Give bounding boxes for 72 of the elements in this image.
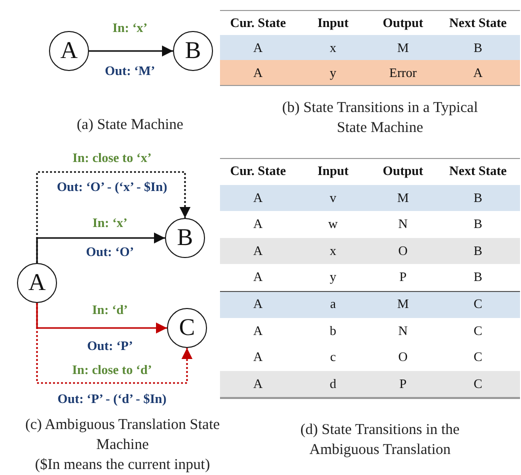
column-header: Output [382, 14, 424, 32]
edge-label: Out: ‘P’ - (‘d’ - $In) [58, 391, 166, 407]
table-value: O [397, 348, 409, 366]
arrow [89, 45, 173, 57]
arrow [36, 303, 167, 334]
edge-label: In: ‘x’ [112, 20, 148, 36]
column-header: Cur. State [229, 162, 287, 180]
state-circle: B [165, 218, 205, 258]
table-value: b [328, 322, 338, 340]
table-value: A [252, 374, 264, 393]
state-circle: B [173, 31, 213, 71]
table-value: d [328, 374, 338, 393]
table-value: A [252, 215, 264, 234]
caption: (b) State Transitions in a Typical State Machine [281, 99, 479, 138]
table-value: y [328, 64, 338, 82]
column-header: Next State [448, 162, 508, 180]
table-value: C [472, 374, 484, 393]
table-value: A [252, 39, 264, 57]
table-value: O [397, 242, 409, 260]
arrow [36, 303, 193, 384]
table-value: A [252, 64, 264, 82]
table-value: P [398, 268, 408, 286]
table-value: A [252, 268, 264, 286]
edge-label: In: ‘d’ [92, 302, 128, 318]
table-value: B [472, 268, 484, 286]
column-header: Input [316, 14, 350, 32]
caption: (d) State Transitions in the Ambiguous Translation [299, 421, 461, 460]
table-value: x [328, 242, 338, 260]
state-circle: A [49, 31, 89, 71]
caption: ($In means the current input) [34, 456, 211, 475]
table-value: C [472, 348, 484, 366]
table-value: A [252, 295, 264, 313]
state-circle: A [17, 263, 57, 303]
table-value: P [398, 374, 408, 393]
table-value: B [472, 215, 484, 234]
caption: (c) Ambiguous Translation State Machine [24, 416, 221, 455]
edge-label: In: close to ‘x’ [72, 150, 152, 166]
table-value: a [329, 295, 337, 313]
table-value: x [328, 39, 338, 57]
column-header: Next State [448, 14, 508, 32]
table-value: C [472, 295, 484, 313]
table-value: A [252, 188, 264, 207]
table-value: M [396, 188, 410, 207]
table-value: B [472, 188, 484, 207]
table-value: A [252, 242, 264, 260]
table-value: y [328, 268, 338, 286]
table-value: w [327, 215, 339, 234]
column-header: Cur. State [229, 14, 287, 32]
edge-label: In: close to ‘d’ [72, 362, 152, 378]
table-value: M [396, 295, 410, 313]
edge-label: Out: ‘M’ [104, 63, 156, 79]
edge-label: In: ‘x’ [92, 215, 128, 231]
edge-label: Out: ‘P’ [87, 338, 133, 354]
table-value: A [252, 348, 264, 366]
table-value: M [396, 39, 410, 57]
table-value: B [472, 39, 484, 57]
table-value: v [328, 188, 338, 207]
arrow [36, 232, 165, 263]
table-value: A [472, 64, 484, 82]
table-value: c [329, 348, 337, 366]
edge-label: Out: ‘O’ [86, 244, 134, 260]
table-value: N [397, 215, 409, 234]
column-header: Input [316, 162, 350, 180]
table-value: N [397, 322, 409, 340]
edge-label: Out: ‘O’ - (‘x’ - $In) [56, 179, 168, 195]
table-value: Error [388, 64, 418, 82]
column-header: Output [382, 162, 424, 180]
state-circle: C [167, 308, 207, 348]
table-value: C [472, 322, 484, 340]
caption: (a) State Machine [76, 116, 184, 135]
table-value: A [252, 322, 264, 340]
table-value: B [472, 242, 484, 260]
